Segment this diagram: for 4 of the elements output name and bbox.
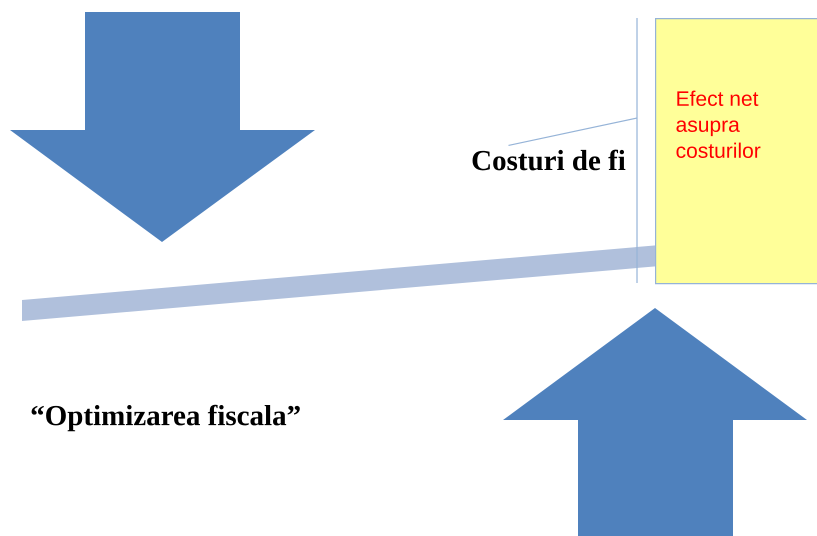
callout-box: Efect net asupra costurilor bbox=[655, 18, 817, 284]
leader-line bbox=[508, 117, 638, 146]
caption-text: “Optimizarea fiscala” bbox=[32, 404, 300, 432]
cost-label: Costuri de fi bbox=[472, 150, 626, 170]
